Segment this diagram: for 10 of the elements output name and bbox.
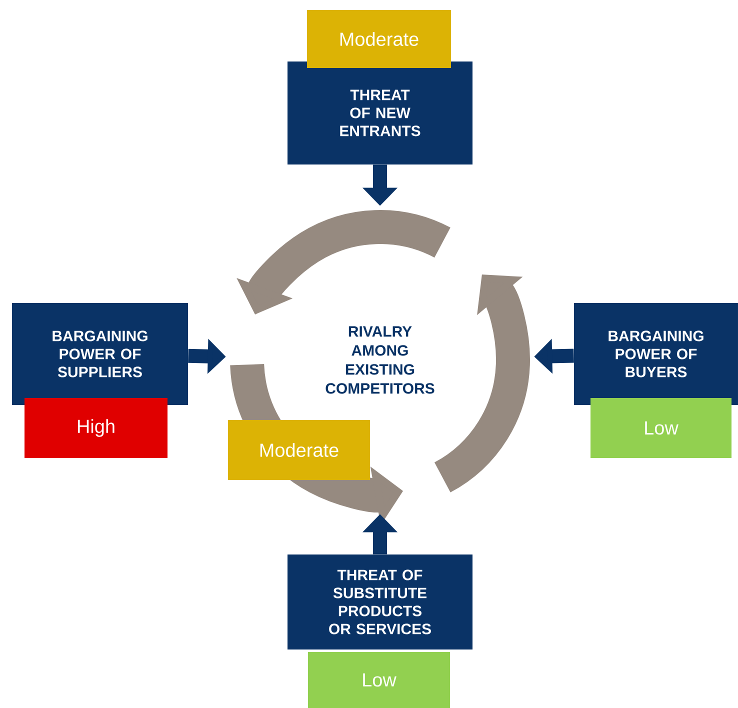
rating-box: Low	[590, 398, 732, 458]
force-box: BARGAINING POWER OF BUYERS	[574, 303, 738, 405]
force-box: BARGAINING POWER OF SUPPLIERS	[12, 303, 188, 405]
rating-box: Moderate	[307, 10, 451, 68]
rating-box: Moderate	[228, 420, 370, 480]
rivalry-label: RIVALRY AMONG EXISTING COMPETITORS	[326, 326, 434, 394]
rating-box: High	[24, 398, 168, 458]
force-box: THREAT OF NEW ENTRANTS	[288, 62, 472, 164]
force-box: THREAT OF SUBSTITUTE PRODUCTS OR SERVICES	[288, 554, 472, 650]
rating-box: Low	[308, 652, 450, 708]
